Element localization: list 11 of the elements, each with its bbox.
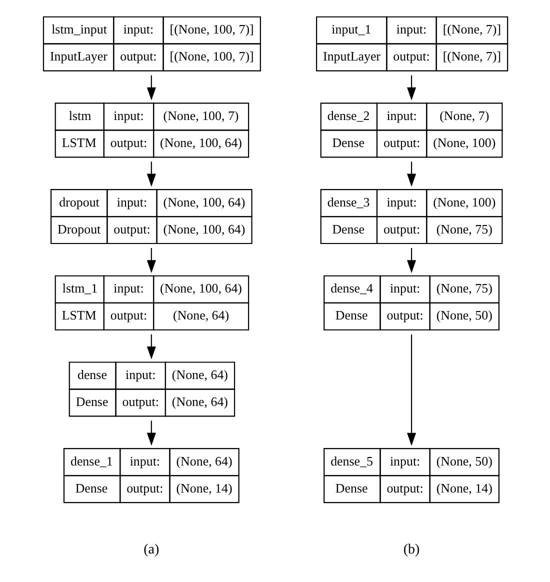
arrow [146, 248, 156, 274]
arrow [146, 75, 156, 100]
arrow [407, 75, 416, 100]
label: (a) [144, 542, 160, 558]
arrow [146, 420, 156, 446]
arrow [407, 334, 416, 446]
arrow [407, 162, 416, 187]
label: (b) [403, 542, 420, 558]
arrow [146, 162, 156, 187]
arrow [146, 334, 156, 360]
arrow [407, 248, 416, 274]
